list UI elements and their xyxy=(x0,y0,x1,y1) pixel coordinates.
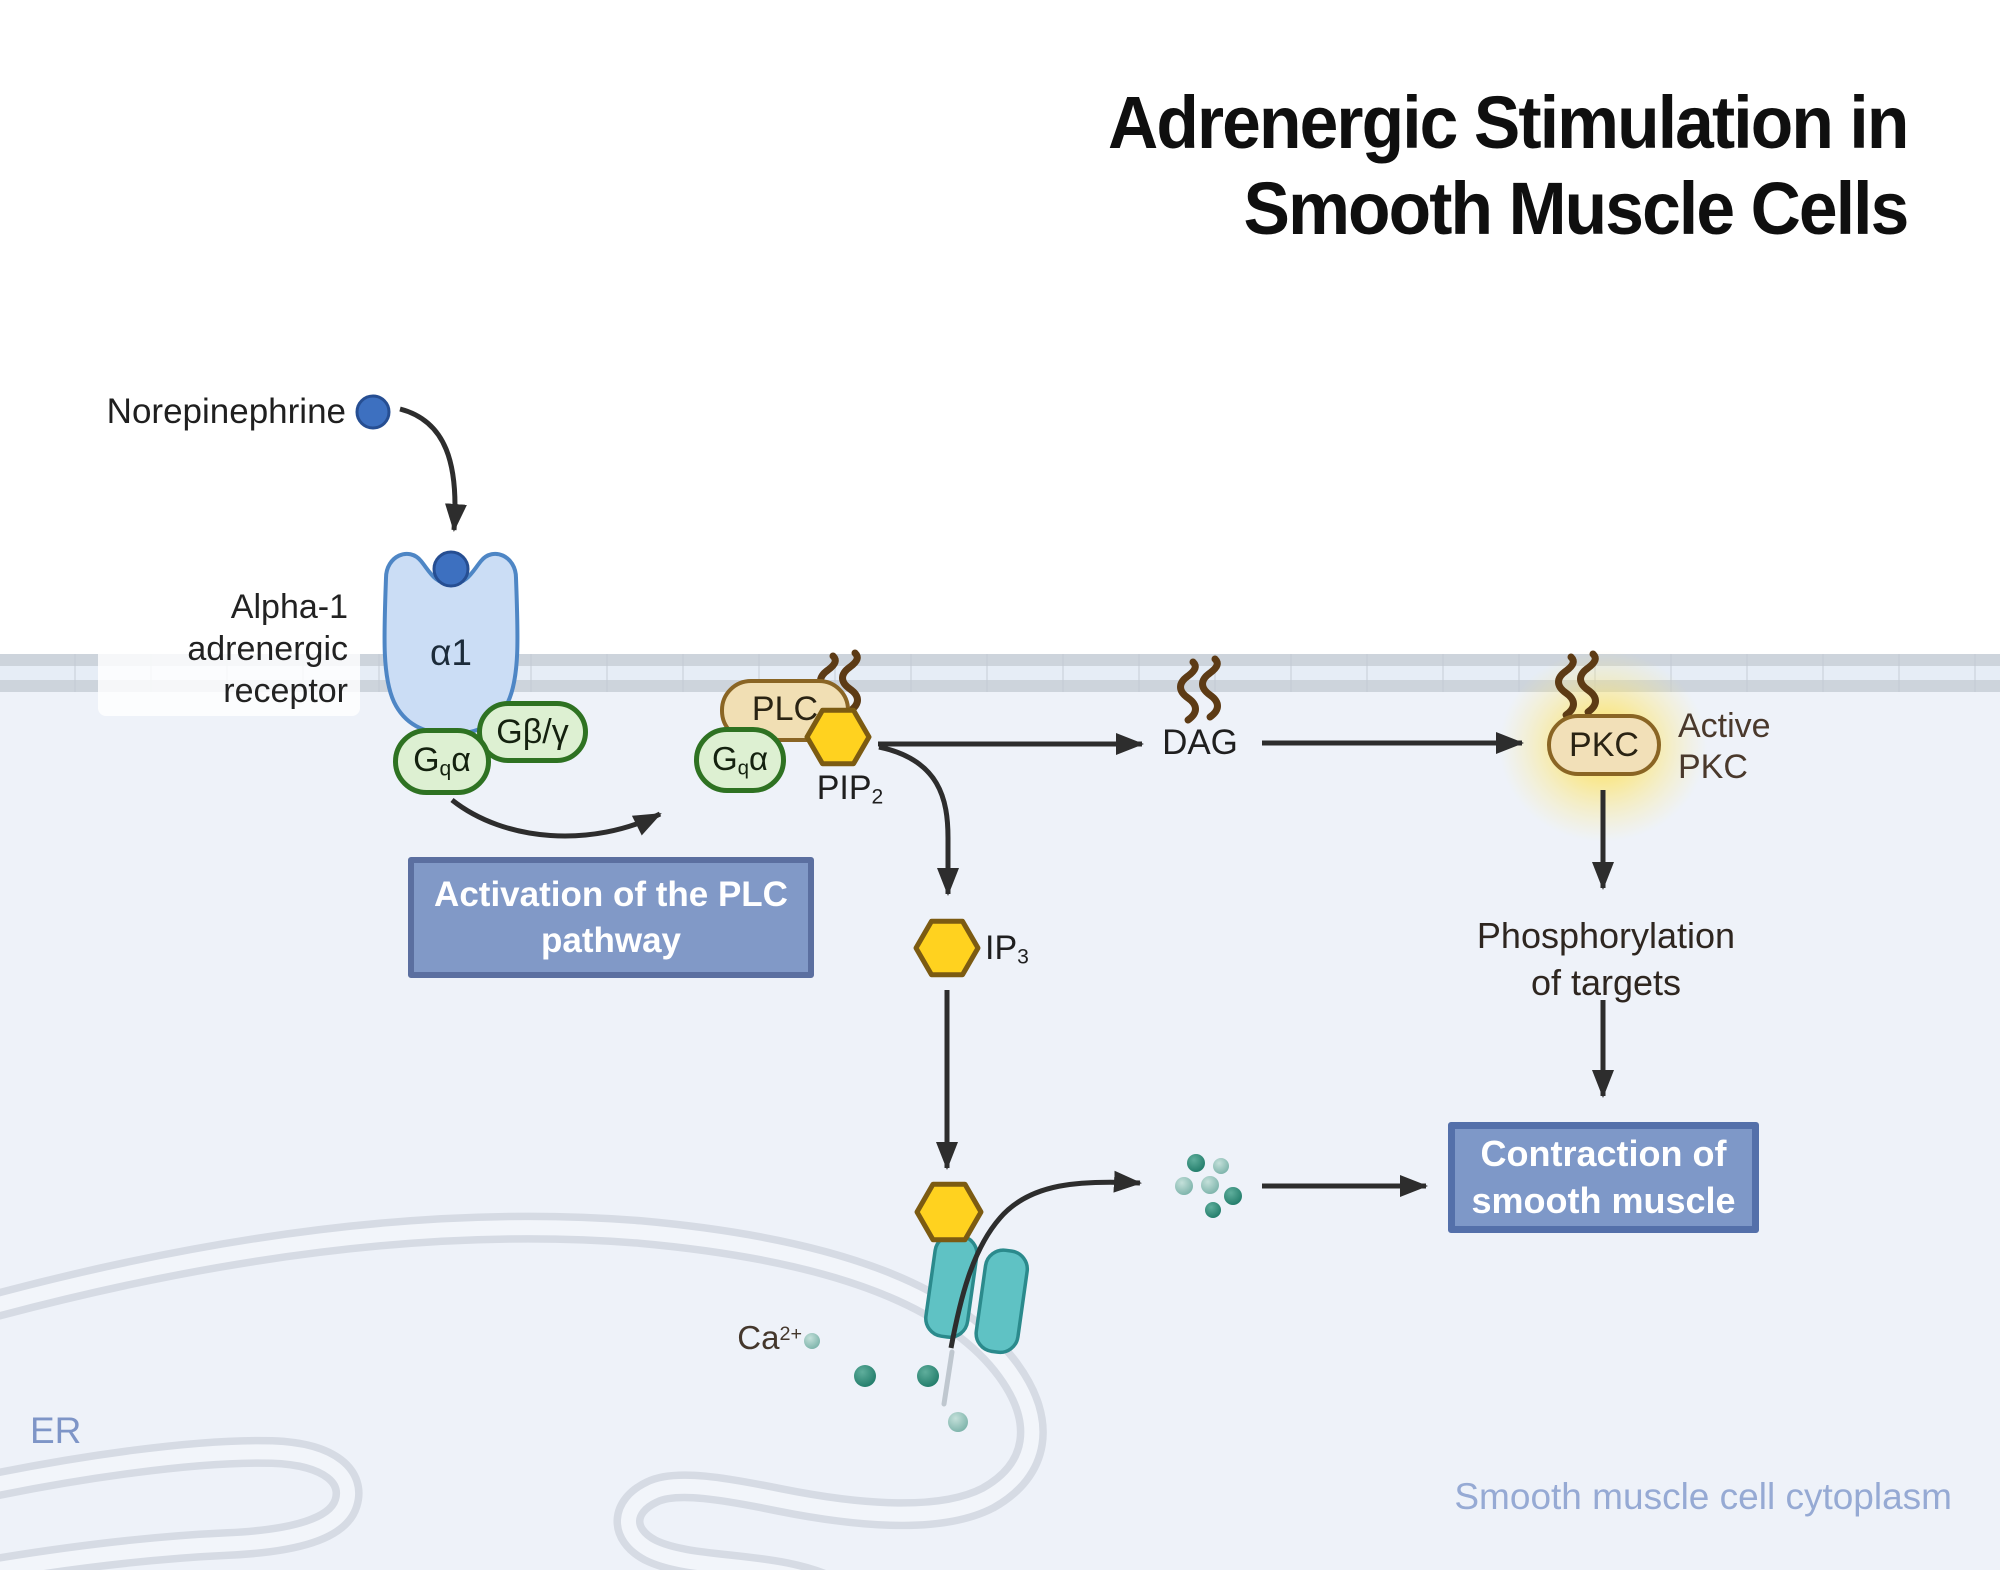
ip3-receptor-channel-icon xyxy=(924,1233,1030,1355)
channel-right-pillar xyxy=(974,1248,1030,1355)
dag-label: DAG xyxy=(1162,723,1238,762)
calcium-ion-dots xyxy=(804,1154,1242,1432)
pkc-enzyme-label: PKC xyxy=(1569,725,1639,764)
cytoplasm-compartment-label: Smooth muscle cell cytoplasm xyxy=(1454,1476,1952,1517)
calcium-ion-dot xyxy=(1213,1158,1229,1174)
calcium-ion-dot xyxy=(1175,1177,1193,1195)
pkc-enzyme-pill: PKC xyxy=(1547,714,1661,776)
hexagon-messengers xyxy=(804,707,984,1243)
er-main-tube-lumen xyxy=(0,1220,1040,1570)
calcium-ion-dot xyxy=(804,1333,820,1349)
er-fold-tube-lumen xyxy=(0,1444,355,1570)
pip2-hexagon-icon xyxy=(804,707,872,767)
alpha1-label-line1: Alpha-1 xyxy=(230,588,348,626)
active-pkc-line2: PKC xyxy=(1678,748,1748,787)
alpha1-label-line3: receptor xyxy=(223,672,348,711)
calcium-ion-dot xyxy=(917,1365,939,1387)
title-line2: Smooth Muscle Cells xyxy=(1243,166,1909,250)
calcium-ion-dot xyxy=(854,1365,876,1387)
phosphorylation-label: Phosphorylation of targets xyxy=(1445,913,1767,1007)
activation-box-line1: Activation of the PLC xyxy=(434,875,788,914)
phosphorylation-line1: Phosphorylation xyxy=(1476,915,1736,956)
active-pkc-line1: Active xyxy=(1678,707,1771,745)
receptor-subunit-label: α1 xyxy=(430,632,472,673)
contraction-box-line1: Contraction of xyxy=(1480,1132,1727,1174)
active-pkc-label: Active PKC xyxy=(1678,706,1771,789)
norepinephrine-label: Norepinephrine xyxy=(106,392,346,431)
plc-enzyme-label: PLC xyxy=(751,690,819,728)
arrow-pip2-to-ip3 xyxy=(878,744,959,896)
calcium-ion-dot xyxy=(1205,1202,1221,1218)
alpha1-receptor-label: Alpha-1 adrenergic receptor xyxy=(98,586,348,712)
g-beta-gamma-pill: Gβ/γ xyxy=(477,701,588,763)
arrow-gqalpha-to-plc xyxy=(450,798,662,839)
activation-box-line2: pathway xyxy=(540,920,682,960)
calcium-flux-tail xyxy=(941,1349,955,1407)
calcium-label: Ca2+ xyxy=(737,1319,802,1356)
gq-alpha-label: Gqα xyxy=(413,741,471,781)
pip2-label: PIP2 xyxy=(816,769,884,809)
er-compartment-label: ER xyxy=(30,1410,82,1451)
ip3-label: IP3 xyxy=(985,929,1029,969)
receptor-label-backdrop xyxy=(98,580,360,716)
ip3-on-channel-hexagon-icon xyxy=(914,1181,984,1243)
plc-pathway-activation-box: Activation of the PLC pathway xyxy=(408,857,814,978)
arrow-channel-to-calcium xyxy=(948,1170,1142,1349)
title-line1: Adrenergic Stimulation in xyxy=(1107,81,1909,164)
er-membrane-tubes xyxy=(0,1212,1047,1570)
norepinephrine-ligand-dot xyxy=(355,394,391,430)
contraction-box-line2: smooth muscle xyxy=(1471,1179,1736,1221)
calcium-ion-dot xyxy=(1187,1154,1205,1172)
bound-ligand-dot xyxy=(432,550,470,588)
g-beta-gamma-label: Gβ/γ xyxy=(496,712,569,751)
pathway-arrows xyxy=(399,406,1614,1349)
alpha1-receptor-shape xyxy=(382,551,520,737)
gq-alpha-pill-receptor: Gqα xyxy=(393,728,491,795)
calcium-ion-dot xyxy=(1224,1187,1242,1205)
page-title: Adrenergic Stimulation in Smooth Muscle … xyxy=(1107,80,1909,252)
gq-alpha-pill-plc: Gqα xyxy=(694,727,786,793)
phosphorylation-line2: of targets xyxy=(1530,961,1682,1003)
ip3-hexagon-icon xyxy=(913,918,981,978)
arrow-norepinephrine-to-receptor xyxy=(399,406,467,532)
calcium-ion-dot xyxy=(1201,1176,1219,1194)
gq-alpha-label: Gqα xyxy=(711,739,769,780)
contraction-result-box: Contraction of smooth muscle xyxy=(1448,1122,1759,1233)
calcium-ion-dot xyxy=(948,1412,968,1432)
extracellular-space xyxy=(0,0,2000,654)
alpha1-label-line2: adrenergic xyxy=(187,630,348,669)
